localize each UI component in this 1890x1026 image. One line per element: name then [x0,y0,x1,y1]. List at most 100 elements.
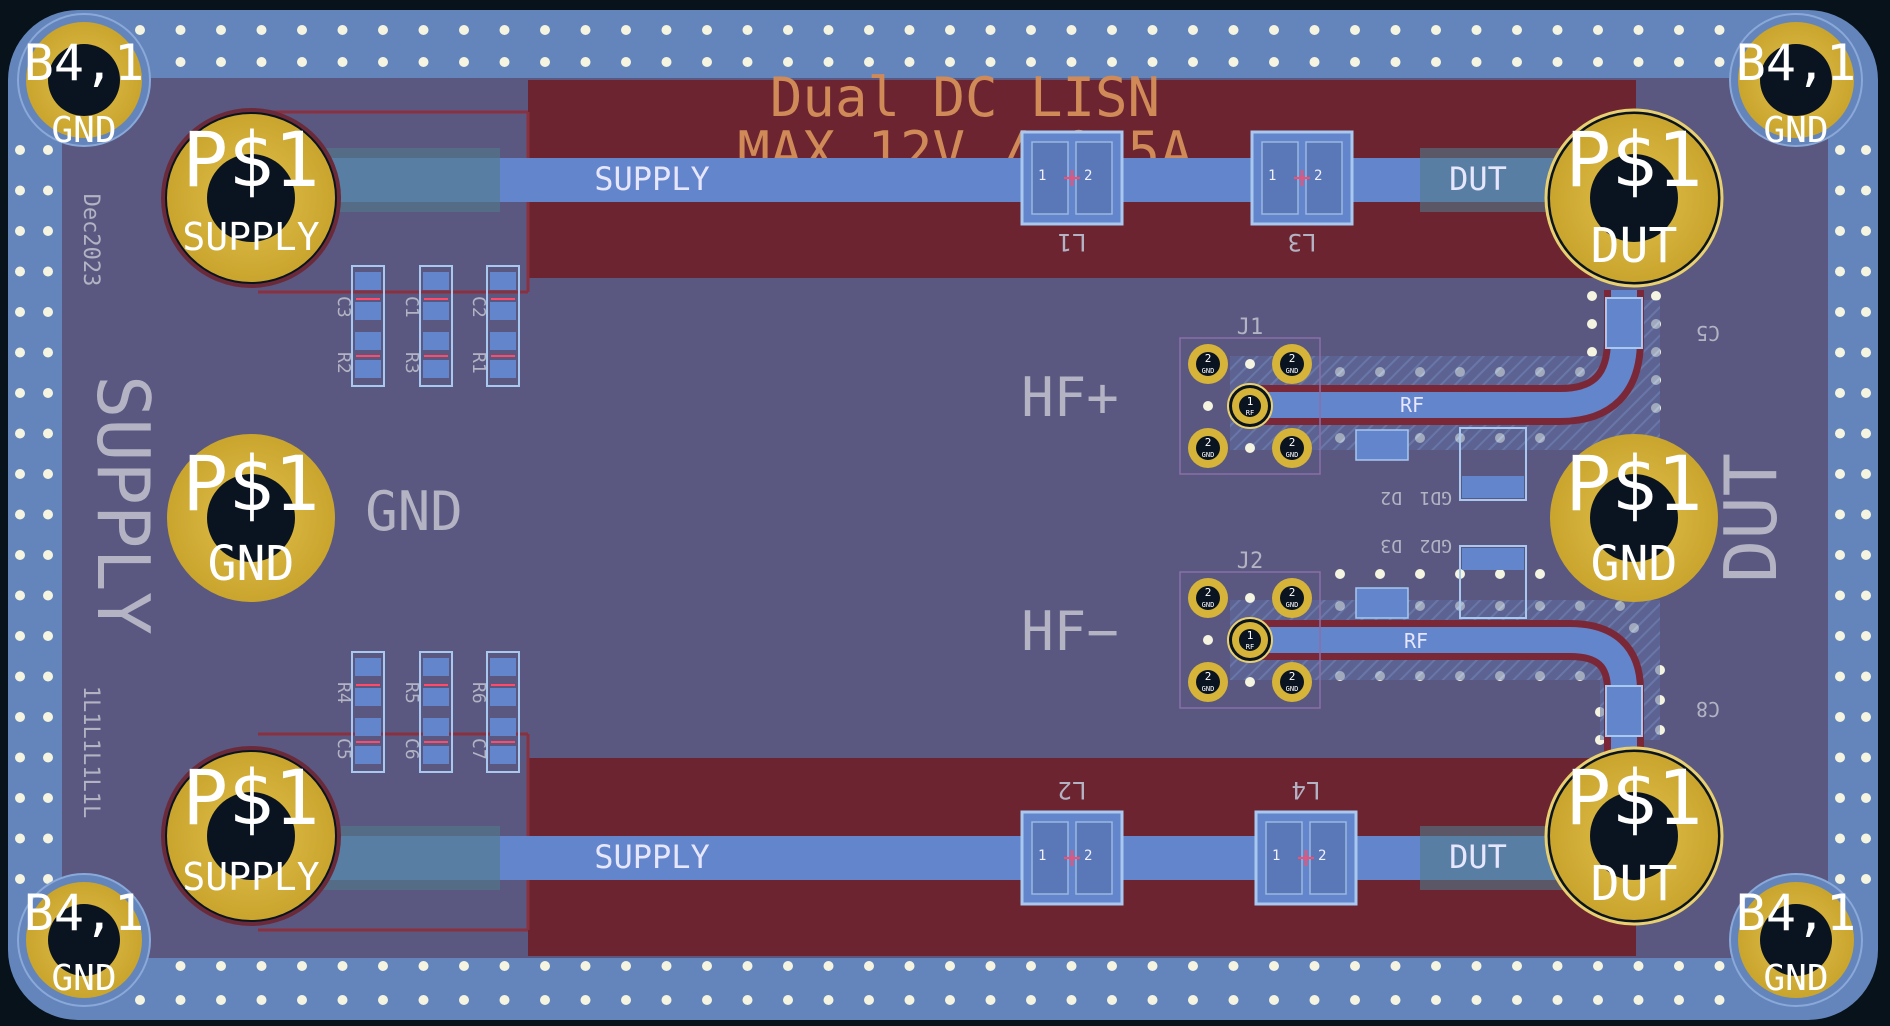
via [256,961,267,971]
via [1471,995,1482,1005]
inductor-L3[interactable]: 1 2 L3 [1250,130,1354,256]
inductor-L1[interactable]: 1 2 L1 [1020,130,1124,256]
terminal-supply-top[interactable]: P$1 SUPPLY [161,108,341,288]
via [15,469,25,479]
via [1835,833,1845,844]
via [43,145,53,155]
via [621,57,631,67]
via [1714,961,1725,971]
terminal-dut-top-net: DUT [1591,218,1678,274]
via [864,961,874,971]
via [1107,25,1117,35]
via [1471,25,1482,35]
via [43,307,53,317]
via [15,185,25,196]
terminal-supply-gnd[interactable]: P$1 GND [167,434,335,602]
via [15,145,25,155]
pad-shadow-tl [320,148,500,212]
via [175,961,186,971]
mount-hole-br[interactable]: B4,1 GND [1729,873,1863,1007]
connector-J2[interactable]: J2 [1179,549,1321,709]
via [15,428,25,439]
main-traces [250,148,1580,890]
terminal-dut-top[interactable]: P$1 DUT [1544,108,1724,288]
d3-label: D3 [1380,535,1402,556]
via [1835,185,1845,196]
l1-ref: L1 [1058,228,1087,256]
via [1674,961,1684,971]
board-title: Dual DC LISN [770,66,1160,129]
via [337,961,348,971]
sma-center-label: 1 [1247,395,1254,408]
mount-hole-tr[interactable]: B4,1 GND [1729,13,1863,151]
via [580,57,591,67]
terminal-dut-bottom[interactable]: P$1 DUT [1544,746,1724,926]
via [540,995,550,1005]
gd2-label: GD2 [1419,535,1452,556]
via [15,793,25,803]
via [135,25,145,35]
via [1835,266,1845,277]
connector-J1[interactable]: J1 [1179,315,1321,475]
inductor-L4[interactable]: 1 2 L4 [1254,776,1358,906]
via [985,57,996,67]
via [43,347,53,358]
mount-hole-tl[interactable]: B4,1 GND [17,13,151,151]
via [985,961,996,971]
via [1228,995,1239,1005]
via [1512,995,1522,1005]
via [1861,752,1871,763]
passive-ref: R2 [333,352,354,374]
via [1835,307,1845,317]
via [1835,550,1845,560]
sma-net-label: GND [1202,367,1215,375]
via [499,57,510,67]
via [1107,961,1117,971]
terminal-supply-bottom[interactable]: P$1 SUPPLY [161,746,341,926]
via [1147,25,1158,35]
via [15,671,25,682]
l1-pin1: 1 [1038,168,1046,184]
via [1026,961,1036,971]
gnd-label: GND [365,480,463,543]
via [1309,57,1320,67]
mount-hole-bl[interactable]: B4,1 GND [17,873,151,1007]
rf-section [1230,290,1660,770]
via [378,25,388,35]
rev-code: 1L1L1L1L1L [78,686,103,818]
passive-ref: C1 [401,296,422,318]
via [15,631,25,641]
via [1835,590,1845,601]
sma-center-label: 1 [1247,629,1254,642]
sma-center-net: RF [1246,643,1254,651]
via [43,590,53,601]
via [1552,25,1563,35]
via [904,57,915,67]
via [580,25,591,35]
via [1188,25,1198,35]
via [1593,57,1603,67]
sma-net-label: GND [1286,601,1299,609]
via [1269,57,1279,67]
via [175,57,186,67]
terminal-supply-top-net: SUPPLY [182,215,319,259]
via [783,57,793,67]
left-vertical-label: SUPPLY [81,375,165,635]
via [1350,995,1360,1005]
inductor-L2[interactable]: 1 2 L2 [1020,776,1124,906]
via [1593,995,1603,1005]
via [1633,995,1644,1005]
via [43,833,53,844]
terminal-dut-gnd[interactable]: P$1 GND [1550,434,1718,602]
via [1835,145,1845,155]
via [337,995,348,1005]
via [1593,25,1603,35]
via [742,57,753,67]
